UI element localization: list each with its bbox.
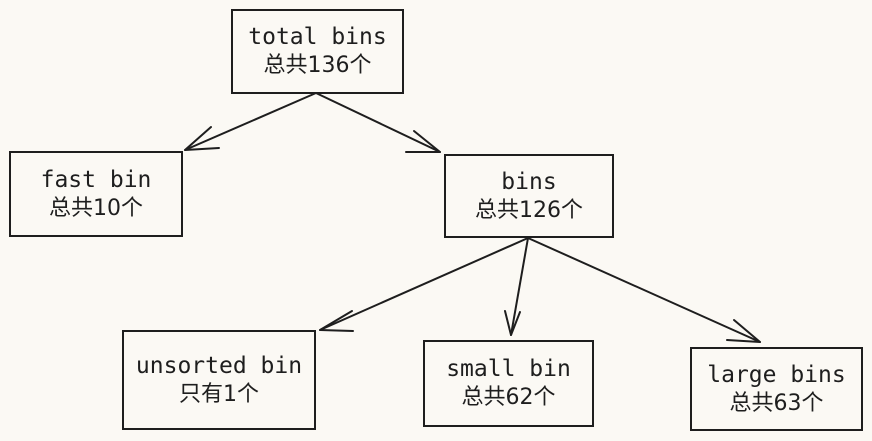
node-large-bins-title: large bins — [707, 361, 846, 388]
edge-bins-to-unsorted — [319, 237, 529, 332]
edge-total-to-bins — [315, 92, 441, 153]
edge-total-to-fast — [184, 92, 317, 151]
node-small-bin-count: 总共62个 — [461, 385, 556, 411]
node-bins-count: 总共126个 — [475, 197, 583, 223]
node-large-bins-count: 总共63个 — [729, 390, 824, 416]
node-bins-title: bins — [501, 168, 557, 195]
node-unsorted-bin-title: unsorted bin — [135, 352, 303, 379]
node-total-bins: total bins 总共136个 — [231, 9, 404, 94]
node-small-bin-title: small bin — [446, 356, 571, 383]
node-bins: bins 总共126个 — [444, 154, 614, 238]
node-small-bin: small bin 总共62个 — [423, 340, 594, 427]
node-unsorted-bin: unsorted bin 只有1个 — [122, 330, 316, 430]
node-total-bins-title: total bins — [248, 24, 387, 51]
node-total-bins-count: 总共136个 — [263, 53, 372, 79]
edge-bins-to-small — [504, 237, 529, 336]
node-fast-bin-count: 总共10个 — [49, 195, 143, 221]
edge-bins-to-large — [527, 237, 761, 343]
node-fast-bin-title: fast bin — [40, 166, 152, 193]
node-fast-bin: fast bin 总共10个 — [9, 151, 183, 237]
node-unsorted-bin-count: 只有1个 — [179, 381, 259, 407]
node-large-bins: large bins 总共63个 — [690, 347, 863, 431]
